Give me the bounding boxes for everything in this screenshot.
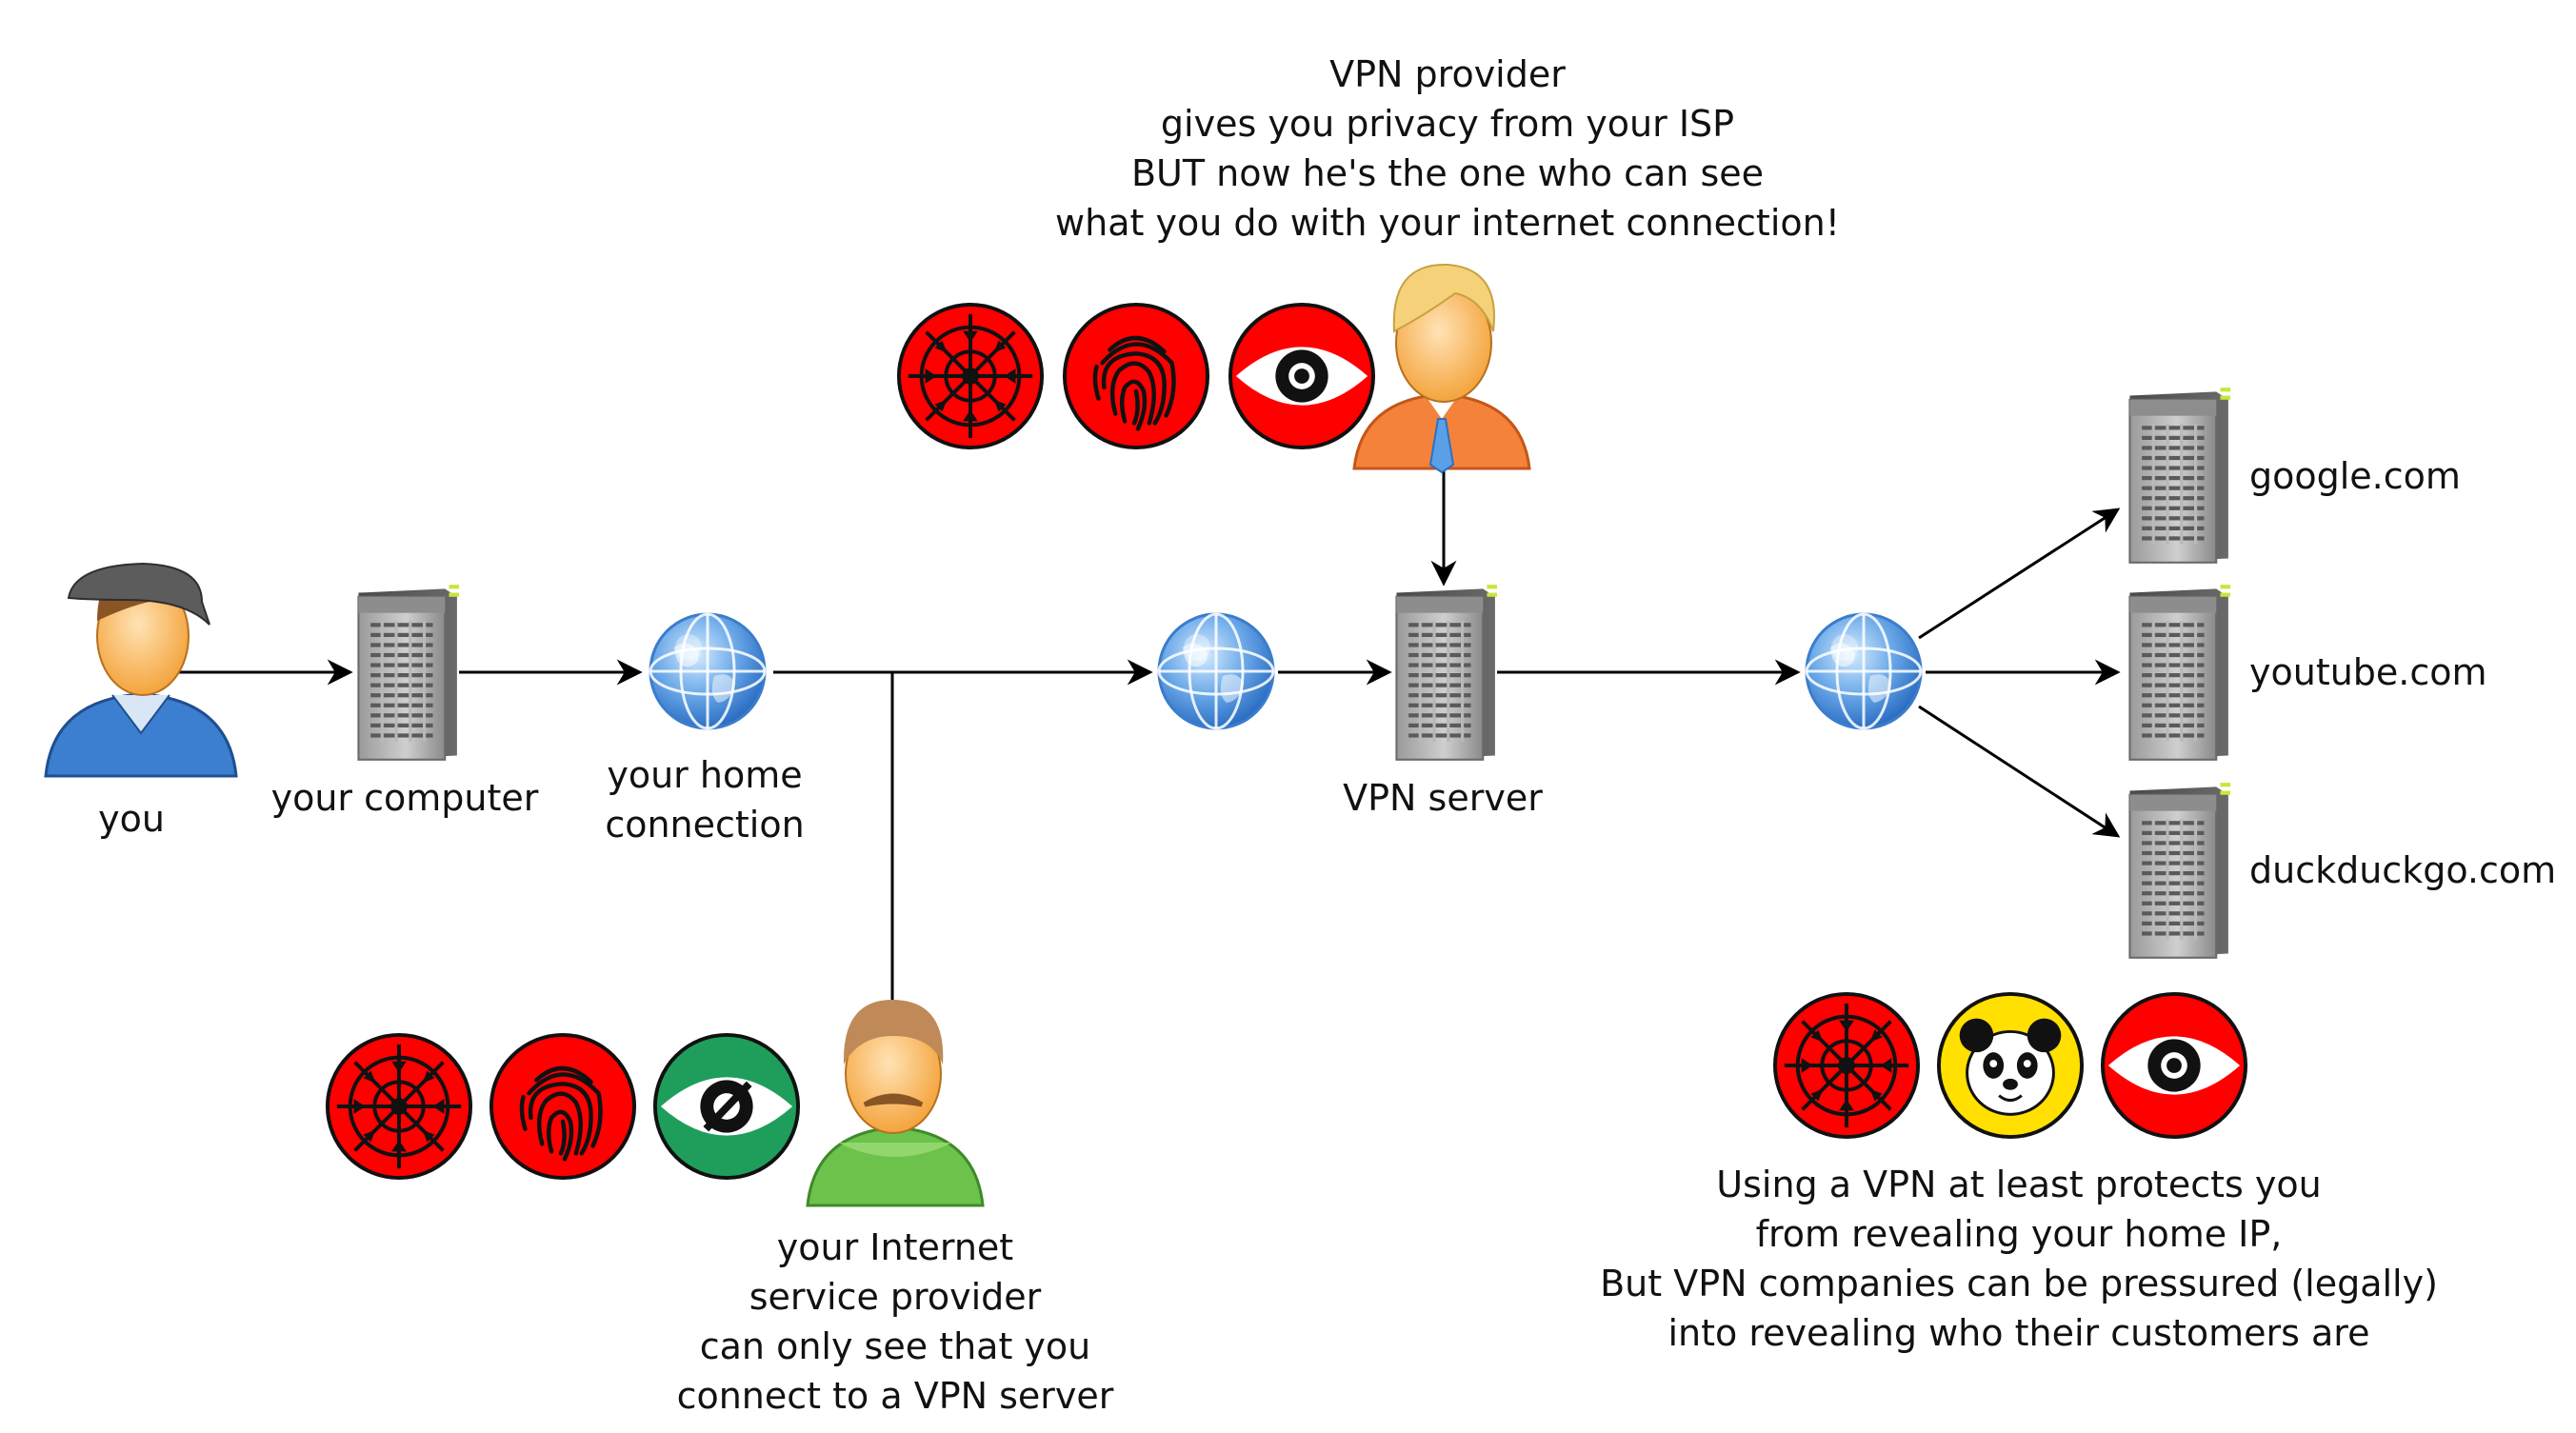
home-line-1: your home [607,754,803,796]
location-tracking-icon [325,1032,473,1181]
sites-note-line-1: Using a VPN at least protects you [1716,1164,2322,1205]
site-label-google: google.com [2249,455,2461,497]
node-label-you: you [98,798,165,840]
arrow-to-duckduckgo [1918,705,2121,838]
eye-icon [1228,302,1376,450]
computer-server-icon [357,584,461,761]
sites-note: Using a VPN at least protects you from r… [1562,1160,2476,1358]
sites-note-line-2: from revealing your home IP, [1755,1213,2283,1255]
user-you-icon [44,562,238,778]
node-label-home: your home connection [571,750,838,849]
isp-person-icon [806,999,985,1207]
location-tracking-icon [1772,991,1921,1140]
site-label-duckduckgo: duckduckgo.com [2249,849,2557,891]
sites-note-line-4: into revealing who their customers are [1667,1312,2370,1354]
isp-note-line-4: connect to a VPN server [676,1375,1114,1417]
location-tracking-icon [896,302,1045,450]
vpn-provider-note-line-4: what you do with your internet connectio… [1055,202,1840,244]
home-globe-icon [649,612,767,730]
isp-note-line-3: can only see that you [699,1325,1091,1367]
fingerprint-icon [491,1035,634,1178]
home-line-2: connection [605,804,805,846]
isp-note: your Internet service provider can only … [609,1223,1181,1421]
node-label-vpn-server: VPN server [1343,777,1543,819]
site-label-youtube: youtube.com [2249,651,2487,693]
eye-icon [2100,991,2248,1140]
arrow-to-google [1918,508,2121,640]
sites-note-line-3: But VPN companies can be pressured (lega… [1600,1263,2438,1304]
isp-icon-row [325,1032,798,1181]
eye-blocked-icon [655,1035,798,1178]
vpn-provider-note-line-3: BUT now he's the one who can see [1130,152,1765,194]
fingerprint-icon [1065,305,1208,448]
vpn-provider-person-icon [1352,263,1531,474]
connection-lines [176,467,2121,1009]
vpn-provider-note-line-1: VPN provider [1329,53,1566,95]
duckduckgo-server-icon [2128,782,2232,959]
node-label-computer: your computer [270,777,539,819]
vpn-provider-note-line-2: gives you privacy from your ISP [1160,103,1735,145]
google-server-icon [2128,387,2232,564]
isp-note-line-1: your Internet [776,1226,1014,1268]
isp-note-line-2: service provider [749,1276,1042,1318]
vpn-server-icon [1395,584,1499,761]
panda-mask-icon [1936,991,2085,1140]
vpn-provider-icon-row [896,302,1376,450]
youtube-server-icon [2128,584,2232,761]
destination-globe-icon [1805,612,1923,730]
sites-icon-row [1772,991,2248,1140]
vpn-provider-note: VPN provider gives you privacy from your… [952,50,1943,248]
internet-globe-icon [1157,612,1275,730]
